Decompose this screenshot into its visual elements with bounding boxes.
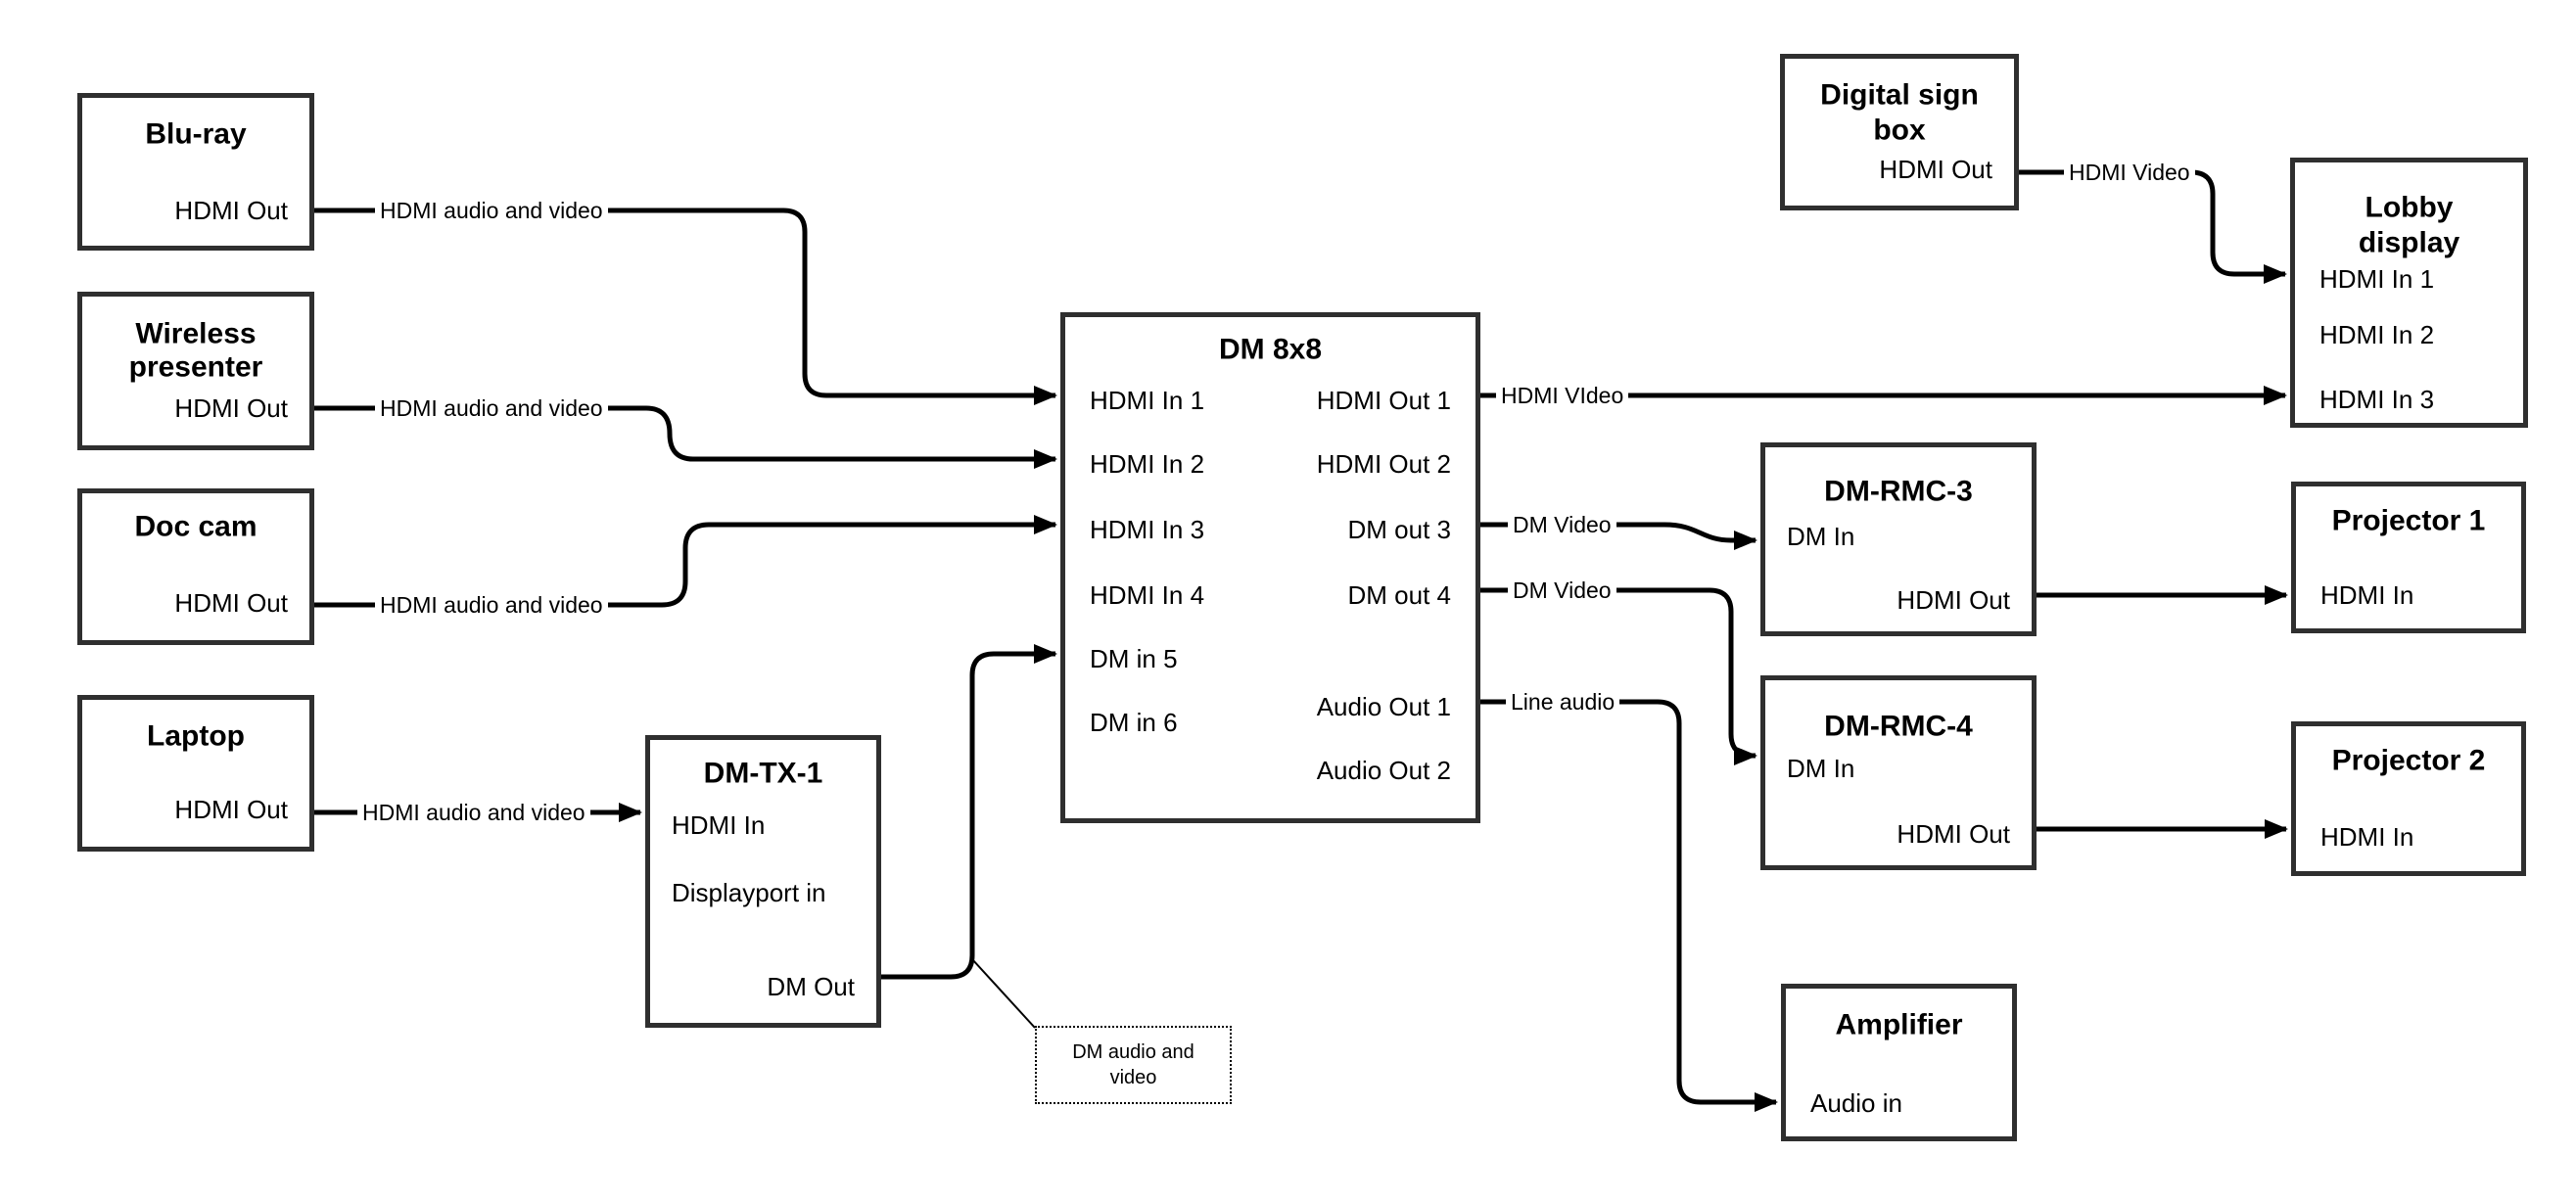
- port-hdmi-in-2: HDMI In 2: [2319, 320, 2435, 349]
- port-dm-out-3: DM out 3: [1347, 515, 1452, 544]
- port-hdmi-out: HDMI Out: [174, 393, 288, 423]
- port-hdmi-in-3: HDMI In 3: [2319, 385, 2435, 414]
- node-title: DM-RMC-4: [1824, 710, 1973, 743]
- node-title-line2: box: [1873, 114, 1926, 147]
- port-hdmi-out: HDMI Out: [1897, 585, 2010, 615]
- connector-dmtx1-to-dm8x8-in5: [881, 644, 1057, 980]
- node-lobby-display: Lobby display HDMI In 1 HDMI In 2 HDMI I…: [2290, 158, 2528, 428]
- node-title: Amplifier: [1835, 1008, 1963, 1041]
- port-dm-in-5: DM in 5: [1090, 644, 1178, 673]
- wire-label-line-audio: Line audio: [1506, 686, 1620, 717]
- connector-doccam-to-dm8x8-in3: [314, 515, 1057, 608]
- node-dm-rmc-3: DM-RMC-3 DM In HDMI Out: [1760, 442, 2037, 636]
- node-title: Wireless: [135, 317, 257, 350]
- port-hdmi-out: HDMI Out: [1897, 819, 2010, 849]
- port-hdmi-out-1: HDMI Out 1: [1316, 386, 1451, 415]
- node-title: Laptop: [147, 719, 245, 753]
- node-title-line2: presenter: [128, 350, 263, 384]
- port-hdmi-in-1: HDMI In 1: [1090, 386, 1205, 415]
- port-hdmi-in-2: HDMI In 2: [1090, 449, 1205, 479]
- wire-label-wireless-hdmi-av: HDMI audio and video: [375, 393, 608, 424]
- port-audio-out-2: Audio Out 2: [1316, 756, 1451, 785]
- port-hdmi-in: HDMI In: [672, 810, 766, 840]
- node-title: Blu-ray: [145, 117, 247, 151]
- port-hdmi-out: HDMI Out: [1879, 155, 1992, 184]
- node-dm-rmc-4: DM-RMC-4 DM In HDMI Out: [1760, 675, 2037, 870]
- port-audio-out-1: Audio Out 1: [1316, 692, 1451, 721]
- node-amplifier: Amplifier Audio in: [1781, 984, 2017, 1141]
- wire-label-hdmi-video-out1: HDMI VIdeo: [1496, 380, 1629, 411]
- connector-digitalsign-to-lobby-in1: [2019, 169, 2287, 284]
- node-title: Projector 2: [2331, 744, 2486, 777]
- callout-dm-audio-and-video: DM audio and video: [1035, 1026, 1232, 1104]
- port-dm-out: DM Out: [767, 972, 855, 1001]
- node-projector-1: Projector 1 HDMI In: [2291, 482, 2526, 633]
- node-title: Doc cam: [134, 510, 258, 543]
- node-title: Lobby: [2365, 191, 2454, 224]
- port-hdmi-in-3: HDMI In 3: [1090, 515, 1205, 544]
- node-title: DM-RMC-3: [1824, 475, 1973, 508]
- node-title: DM 8x8: [1218, 333, 1323, 366]
- wire-label-bluray-hdmi-av: HDMI audio and video: [375, 195, 608, 226]
- port-hdmi-out: HDMI Out: [174, 588, 288, 618]
- port-dm-in: DM In: [1787, 522, 1855, 551]
- connector-dm8x8-out3-to-dmrmc3: [1480, 522, 1757, 550]
- connector-bluray-to-dm8x8-in1: [314, 208, 1057, 405]
- port-hdmi-in: HDMI In: [2320, 822, 2414, 852]
- port-hdmi-out-2: HDMI Out 2: [1316, 449, 1451, 479]
- node-title: Digital sign: [1820, 78, 1979, 112]
- port-hdmi-in-1: HDMI In 1: [2319, 264, 2435, 294]
- port-hdmi-in: HDMI In: [2320, 580, 2414, 610]
- connector-wireless-to-dm8x8-in2: [314, 405, 1057, 469]
- wire-label-dm-video-out4: DM Video: [1508, 575, 1616, 606]
- port-audio-in: Audio in: [1810, 1088, 1902, 1118]
- node-dm-8x8: DM 8x8 HDMI In 1 HDMI In 2 HDMI In 3 HDM…: [1060, 312, 1480, 823]
- connector-dm8x8-aout1-to-amplifier: [1480, 699, 1778, 1112]
- wire-label-doccam-hdmi-av: HDMI audio and video: [375, 589, 608, 621]
- callout-leader-line: [971, 958, 1036, 1029]
- node-title: DM-TX-1: [703, 757, 823, 790]
- wire-label-hdmi-video-sign: HDMI Video: [2064, 157, 2195, 188]
- node-title: Projector 1: [2331, 504, 2486, 537]
- port-displayport-in: Displayport in: [672, 878, 826, 907]
- port-dm-out-4: DM out 4: [1347, 580, 1452, 610]
- port-dm-in: DM In: [1787, 754, 1855, 783]
- port-hdmi-in-4: HDMI In 4: [1090, 580, 1205, 610]
- node-projector-2: Projector 2 HDMI In: [2291, 721, 2526, 876]
- node-digital-sign-box: Digital sign box HDMI Out: [1780, 54, 2019, 210]
- connector-dm8x8-out4-to-dmrmc4: [1480, 587, 1757, 765]
- node-bluray: Blu-ray HDMI Out: [77, 93, 314, 251]
- port-dm-in-6: DM in 6: [1090, 708, 1178, 737]
- node-wireless-presenter: Wireless presenter HDMI Out: [77, 292, 314, 450]
- node-title-line2: display: [2358, 226, 2460, 259]
- node-doc-cam: Doc cam HDMI Out: [77, 488, 314, 645]
- wire-label-laptop-hdmi-av: HDMI audio and video: [357, 797, 590, 828]
- wire-label-dm-video-out3: DM Video: [1508, 509, 1616, 540]
- port-hdmi-out: HDMI Out: [174, 196, 288, 225]
- node-dm-tx-1: DM-TX-1 HDMI In Displayport in DM Out: [645, 735, 881, 1028]
- node-laptop: Laptop HDMI Out: [77, 695, 314, 852]
- port-hdmi-out: HDMI Out: [174, 795, 288, 824]
